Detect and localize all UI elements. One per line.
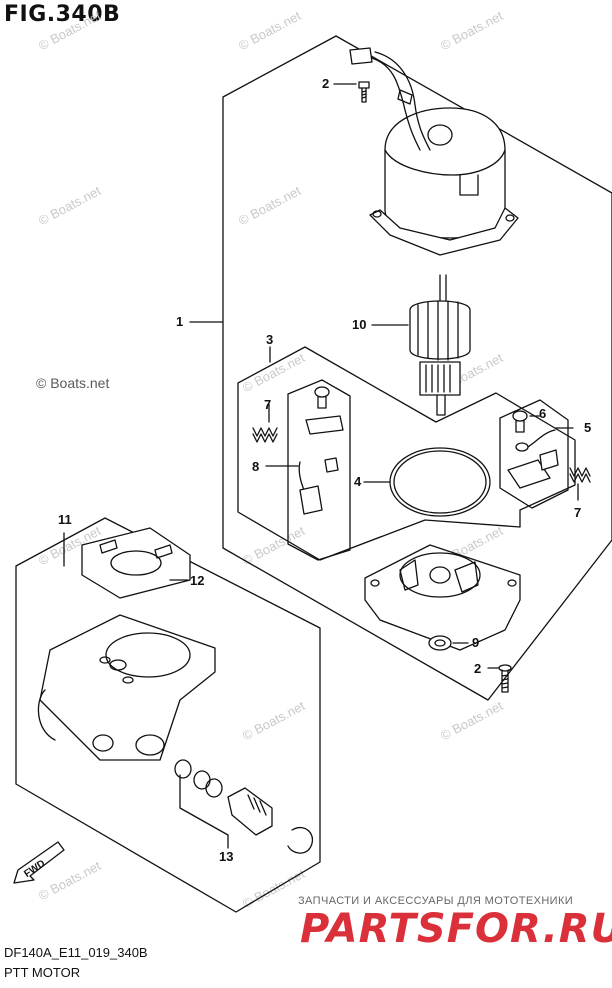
callout-10: 10 <box>352 317 367 332</box>
brand-tagline: ЗАПЧАСТИ И АКСЕССУАРЫ ДЛЯ МОТОТЕХНИКИ <box>298 895 574 907</box>
callout-12: 12 <box>190 573 205 588</box>
group-frame-1 <box>222 35 612 701</box>
callout-8: 8 <box>252 459 260 474</box>
callout-5: 5 <box>584 420 592 435</box>
brand-logo: PARTSFOR.RU <box>300 906 612 952</box>
motor-housing <box>349 47 519 256</box>
group-frame-11 <box>15 517 321 913</box>
callout-4: 4 <box>354 474 362 489</box>
screw-2-top <box>358 81 370 103</box>
leader-line <box>179 774 229 849</box>
figure-title: FIG.340B <box>4 2 121 27</box>
group-frame-3 <box>237 346 576 561</box>
end-plate <box>364 544 521 651</box>
callout-7-left: 7 <box>264 397 272 412</box>
seal-9 <box>428 635 452 651</box>
callout-3: 3 <box>266 332 274 347</box>
gasket-12 <box>81 527 191 599</box>
callout-11: 11 <box>58 512 72 527</box>
brush-assembly-right <box>499 399 591 509</box>
o-ring-4 <box>389 447 491 517</box>
fwd-arrow-icon <box>13 841 65 884</box>
callout-2-top: 2 <box>322 76 330 91</box>
release-valve-13 <box>174 759 314 854</box>
pump-body <box>37 614 216 761</box>
figure-code: DF140A_E11_019_340B <box>4 945 148 960</box>
figure-name: PTT MOTOR <box>4 965 81 980</box>
screw-2-bottom <box>498 664 512 693</box>
callout-7-right: 7 <box>574 505 582 520</box>
callout-13: 13 <box>219 849 234 864</box>
callout-9: 9 <box>472 635 480 650</box>
brush-assembly-left <box>252 379 351 561</box>
armature-10 <box>409 274 471 416</box>
callout-1: 1 <box>176 314 184 329</box>
callout-6: 6 <box>539 406 547 421</box>
callout-2-bottom: 2 <box>474 661 482 676</box>
